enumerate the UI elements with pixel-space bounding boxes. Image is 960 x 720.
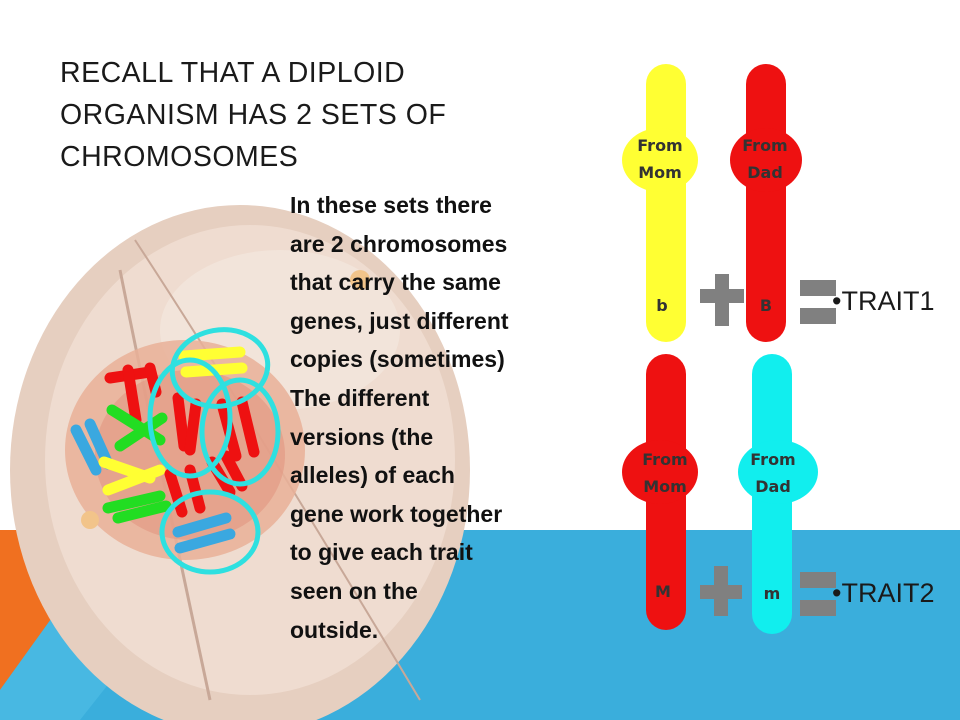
allele-label: B [759,296,773,315]
equals-icon [800,280,836,324]
explanation-line: gene work together [290,500,503,527]
label-line: Dad [755,477,791,496]
explanation-line: In these sets there [290,192,492,218]
explanation-line: outside. [290,616,379,643]
page-title: RECALL THAT A DIPLOID ORGANISM HAS 2 SET… [60,52,580,178]
allele-label: m [763,584,781,603]
chromosome-label-from-mom: From Mom [630,446,700,500]
explanation-line: copies (sometimes) [290,346,505,373]
explanation-line: that carry the same [290,269,501,296]
plus-icon [700,566,742,616]
chromosome-label-from-dad: From Dad [738,446,808,500]
explanation-line: genes, just different [290,307,509,334]
allele-label: M [655,582,671,601]
explanation-text: In these sets there are 2 chromosomes th… [290,186,610,649]
chromosome-label-from-mom: From Mom [625,132,695,186]
label-line: From [742,136,788,155]
explanation-line: to give each trait [290,539,473,566]
explanation-line: seen on the [290,577,418,604]
label-line: Mom [643,477,687,496]
label-line: Dad [747,163,783,182]
chromosome-label-from-dad: From Dad [730,132,800,186]
explanation-line: versions (the [290,423,434,450]
equals-icon [800,572,836,616]
chromosome-bulge [622,128,698,192]
title-line: ORGANISM HAS 2 SETS OF [60,99,447,131]
homolog-circles [147,327,281,575]
trait-label: •TRAIT2 [832,578,935,608]
chromosome-bulge [738,440,818,504]
plus-icon [700,274,744,326]
chromosome-bulge [730,128,802,192]
chromosome-cluster [70,346,260,554]
explanation-line: are 2 chromosomes [290,230,508,257]
label-line: Mom [638,163,682,182]
trait-label: •TRAIT1 [832,286,935,316]
chromosome-bulge [622,440,698,504]
allele-label: b [656,296,668,315]
explanation-line: alleles) of each [290,462,455,489]
label-line: From [750,450,796,469]
title-line: CHROMOSOMES [60,141,299,173]
label-line: From [642,450,688,469]
explanation-line: The different [290,384,430,411]
label-line: From [637,136,683,155]
title-line: RECALL THAT A DIPLOID [60,57,406,89]
